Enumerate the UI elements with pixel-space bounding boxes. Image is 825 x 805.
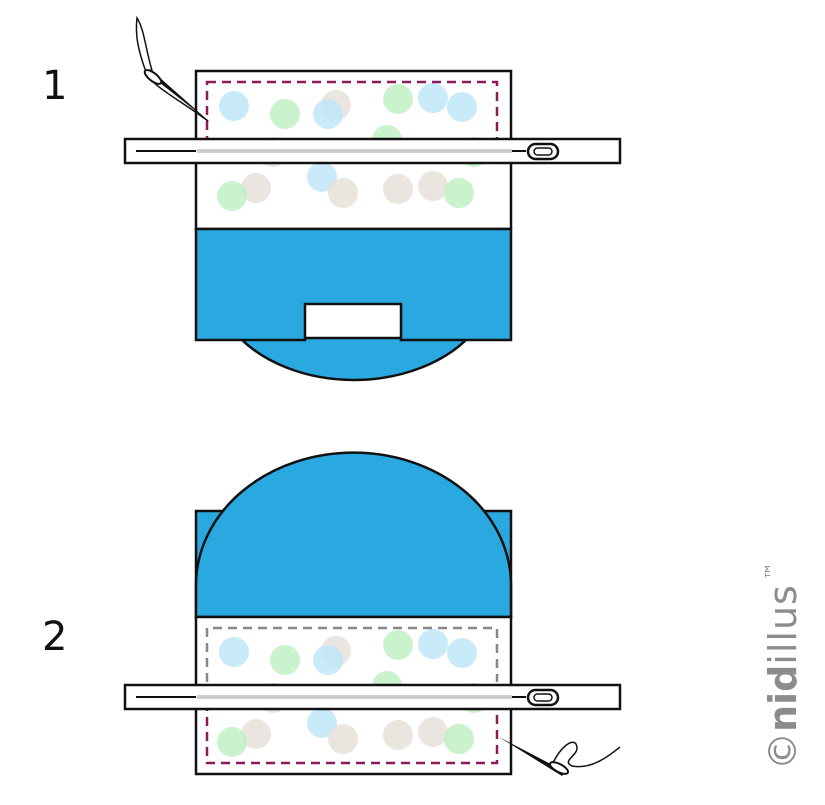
step2-purple-stitch [205,702,499,765]
step1-pouch [123,15,622,382]
step1-bottom-flap [236,336,472,382]
thread-icon [552,741,621,768]
brand-name-light: illus [761,584,805,665]
brand-name-bold: nid [761,664,805,732]
brand-watermark: ©nidillus ™ [761,562,805,770]
copyright-symbol: © [761,732,805,770]
thread-icon [135,15,209,122]
step2-pouch [123,451,622,776]
step2-gray-stitch [205,626,499,682]
zipper-pull-icon [526,142,560,161]
needle-icon [135,15,211,123]
step2-rounded-flap [194,451,513,619]
zipper-pull-icon [526,688,560,707]
step-number-1: 1 [42,63,68,109]
step1-blue-fabric [194,227,513,342]
step-number-2: 2 [42,614,68,660]
needle-icon [499,737,621,776]
trademark-symbol: ™ [762,562,783,581]
